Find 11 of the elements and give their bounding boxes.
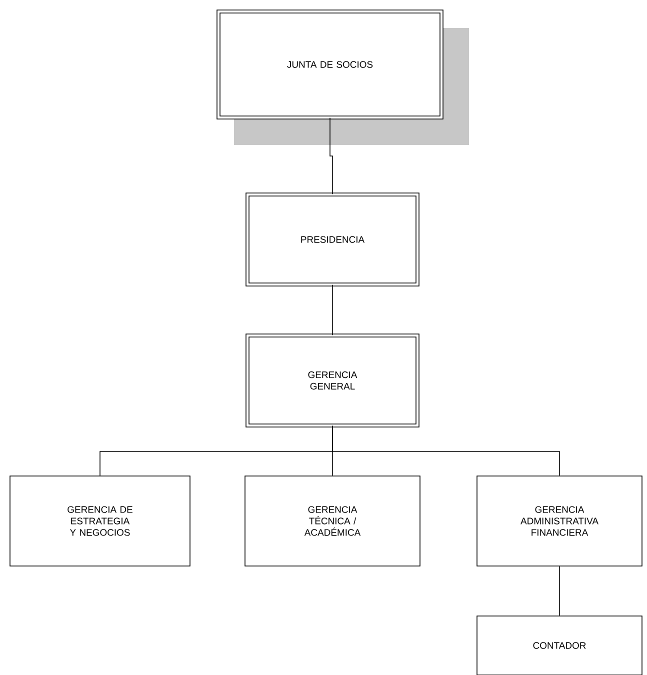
org-box: GERENCIA TÉCNICA / ACADÉMICA xyxy=(244,476,420,566)
org-box: GERENCIA DE ESTRATEGIA Y NEGOCIOS xyxy=(10,476,190,566)
org-box: PRESIDENCIA xyxy=(246,192,420,286)
connector-line xyxy=(332,426,560,476)
org-box: GERENCIA ADMINISTRATIVA FINANCIERA xyxy=(476,476,642,566)
org-box: JUNTA DE SOCIOS xyxy=(216,10,469,145)
org-box: GERENCIA GENERAL xyxy=(246,334,420,428)
connector-line xyxy=(332,284,333,336)
connector-line xyxy=(330,118,333,194)
connector-line xyxy=(559,566,560,616)
org-box: CONTADOR xyxy=(476,616,642,675)
